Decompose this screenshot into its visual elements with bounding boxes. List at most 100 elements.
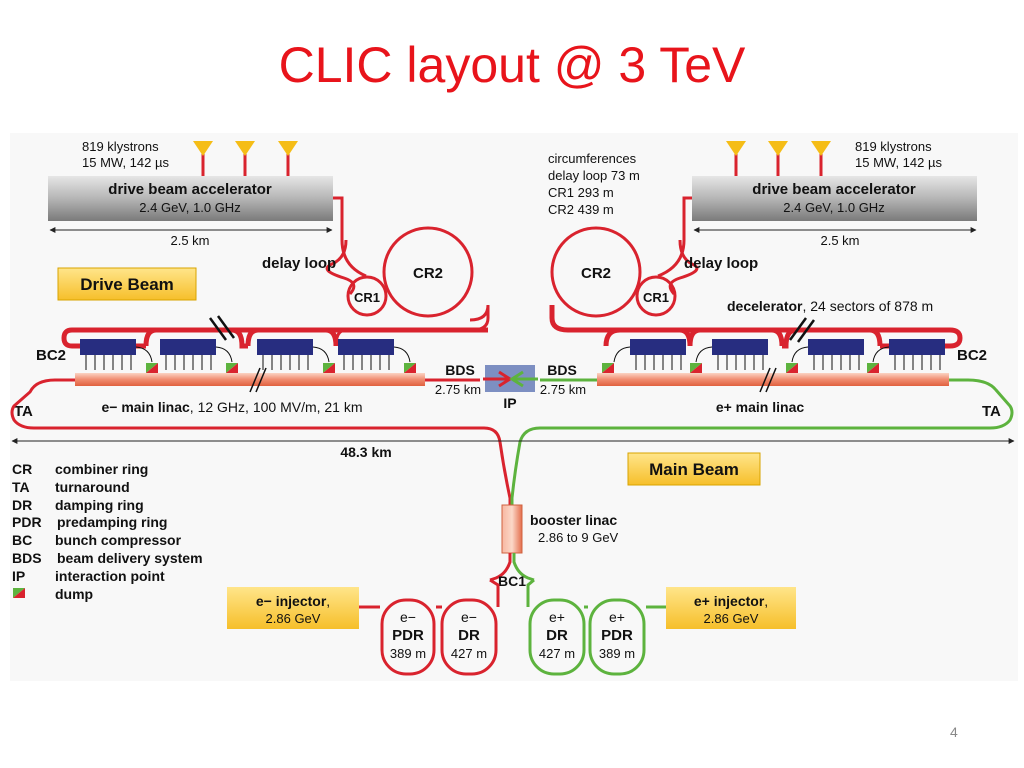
delay-loop-right-label: delay loop [684, 255, 758, 272]
klystron-icon [193, 141, 213, 176]
electron-ring-chain [359, 578, 500, 609]
booster-linac [501, 504, 523, 554]
left-accelerator-name: drive beam accelerator [108, 181, 272, 198]
legend-text: interaction point [55, 568, 165, 584]
booster-electron-feed [489, 553, 512, 582]
dump-icons-left [146, 363, 416, 373]
svg-text:PDR: PDR [392, 627, 424, 644]
svg-text:2.86 GeV: 2.86 GeV [266, 611, 321, 626]
electron-injector-box: e− injector, 2.86 GeV [227, 587, 359, 629]
page-number: 4 [950, 724, 958, 740]
electron-main-linac [75, 373, 425, 386]
left-cr1-label: CR1 [354, 290, 380, 305]
booster-name: booster linac [530, 512, 617, 528]
klystron-icon [278, 141, 298, 176]
ip-label: IP [503, 395, 516, 411]
booster-spec: 2.86 to 9 GeV [538, 530, 619, 545]
left-accelerator-spec: 2.4 GeV, 1.0 GHz [139, 200, 240, 215]
left-cr1-ring [346, 275, 388, 317]
break-marker [788, 317, 816, 343]
legend-abbr: BC [12, 532, 32, 548]
positron-ring-chain [526, 578, 666, 609]
electron-turnaround-line [10, 378, 512, 505]
legend-abbr: DR [12, 497, 32, 513]
legend-text: beam delivery system [57, 550, 203, 566]
svg-text:e−: e− [400, 609, 416, 625]
right-bds-label: BDS [547, 362, 577, 378]
left-drive-beam-line [333, 196, 367, 278]
right-drive-beam-accelerator [692, 176, 977, 221]
right-klystrons [726, 141, 831, 176]
dump-legend-icon [13, 588, 25, 598]
left-bds-label: BDS [445, 362, 475, 378]
legend-text: dump [55, 586, 93, 602]
right-cr2-label: CR2 [581, 265, 611, 282]
bc1-label: BC1 [498, 573, 526, 589]
svg-text:Drive Beam: Drive Beam [80, 275, 174, 294]
left-pets-blocks [80, 339, 411, 370]
svg-text:427 m: 427 m [451, 646, 487, 661]
left-bc2-label: BC2 [36, 347, 66, 364]
circumferences-cr1: CR1 293 m [548, 185, 614, 200]
legend-text: turnaround [55, 479, 130, 495]
left-bds-length: 2.75 km [435, 382, 481, 397]
decelerator-label: decelerator, 24 sectors of 878 m [727, 298, 933, 314]
total-length: 48.3 km [340, 444, 391, 460]
right-cr1-ring [635, 275, 677, 317]
klystron-icon [235, 141, 255, 176]
svg-text:e+: e+ [609, 609, 625, 625]
slide-title: CLIC layout @ 3 TeV [278, 37, 746, 93]
legend-text: bunch compressor [55, 532, 182, 548]
left-klystrons-line1: 819 klystrons [82, 139, 159, 154]
left-cr2-label: CR2 [413, 265, 443, 282]
right-accelerator-name: drive beam accelerator [752, 181, 916, 198]
legend-text: combiner ring [55, 461, 148, 477]
left-cr2-ring [382, 226, 474, 318]
svg-text:DR: DR [546, 627, 568, 644]
right-accelerator-spec: 2.4 GeV, 1.0 GHz [783, 200, 884, 215]
left-drive-beam-accelerator [48, 176, 333, 221]
right-bc2-label: BC2 [957, 347, 987, 364]
legend-abbr: CR [12, 461, 32, 477]
positron-linac-label: e+ main linac [716, 399, 805, 415]
right-drive-beam-line [657, 196, 692, 278]
right-cr2-ring [550, 226, 642, 318]
right-bds-length: 2.75 km [540, 382, 586, 397]
booster-positron-feed [512, 553, 535, 582]
circumferences-cr2: CR2 439 m [548, 202, 614, 217]
svg-text:2.86 GeV: 2.86 GeV [704, 611, 759, 626]
right-cr1-label: CR1 [643, 290, 669, 305]
svg-text:DR: DR [458, 627, 480, 644]
svg-text:389 m: 389 m [599, 646, 635, 661]
right-accelerator-length: 2.5 km [820, 233, 859, 248]
left-sector-loop [143, 327, 248, 349]
right-drive-beam-transfer-line [549, 305, 963, 349]
right-klystrons-line2: 15 MW, 142 µs [855, 155, 942, 170]
left-klystrons-line2: 15 MW, 142 µs [82, 155, 169, 170]
left-sector-loop [334, 304, 490, 347]
klystron-icon [811, 141, 831, 176]
positron-injector-box: e+ injector, 2.86 GeV [666, 587, 796, 629]
positron-ip-arrow [509, 370, 538, 388]
left-drive-beam-transfer-line [61, 327, 488, 349]
positron-dr-ring: e+ DR 427 m [528, 598, 586, 676]
svg-text:e− injector,: e− injector, [256, 593, 330, 609]
svg-text:389 m: 389 m [390, 646, 426, 661]
positron-turnaround-line [510, 378, 1014, 505]
circumferences-delay-loop: delay loop 73 m [548, 168, 640, 183]
linac-break-marker [249, 367, 267, 393]
positron-pdr-ring: e+ PDR 389 m [588, 598, 646, 676]
svg-text:e−: e− [461, 609, 477, 625]
circumferences-heading: circumferences [548, 151, 637, 166]
klystron-icon [768, 141, 788, 176]
dump-icons-right [602, 363, 879, 373]
right-klystrons-line1: 819 klystrons [855, 139, 932, 154]
legend-abbr: BDS [12, 550, 42, 566]
svg-text:e+: e+ [549, 609, 565, 625]
legend-abbr: PDR [12, 514, 42, 530]
right-pets-blocks [613, 339, 945, 370]
delay-loop-left-label: delay loop [262, 255, 336, 272]
electron-pdr-ring: e− PDR 389 m [380, 598, 436, 676]
